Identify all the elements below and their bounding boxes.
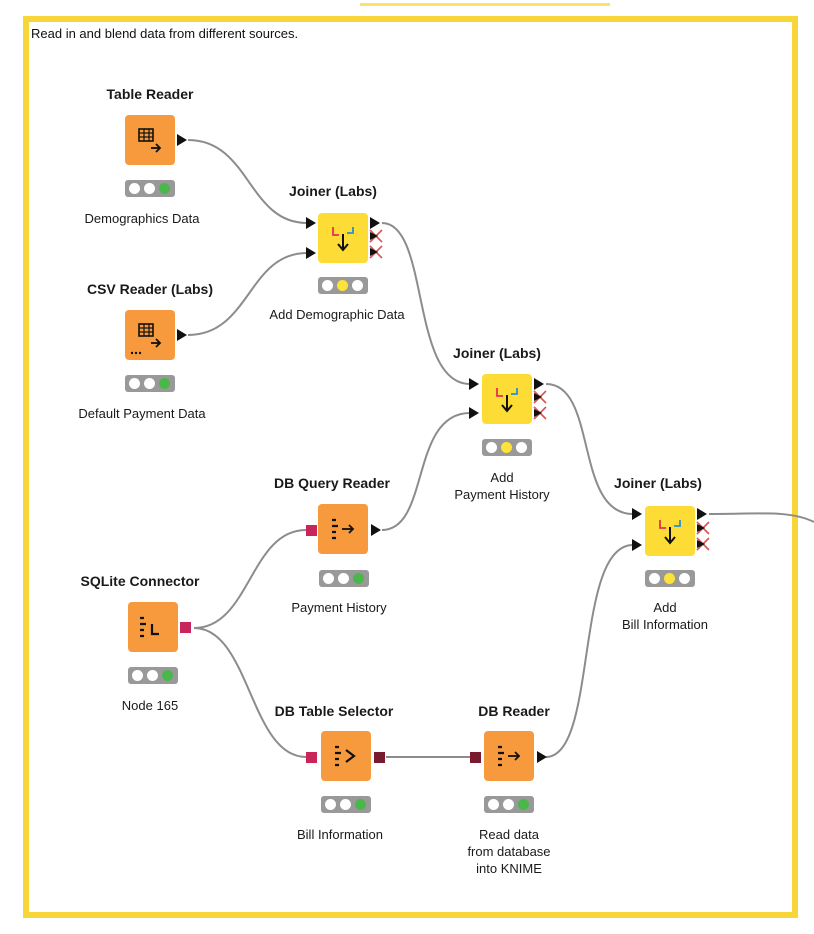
node-label[interactable]: Bill Information [297,827,383,842]
db-reader-input-port[interactable] [470,752,481,763]
joiner1-input-port-right[interactable] [306,247,316,259]
joiner2-input-port-right[interactable] [469,407,479,419]
table-reader-output-port[interactable] [177,134,187,146]
node-title: Joiner (Labs) [453,345,541,361]
csv-reader-output-port[interactable] [177,329,187,341]
joiner-icon [659,520,681,545]
sqlite-connector-output-port[interactable] [180,622,191,633]
connection-db-reader-to-joiner3 [545,544,634,758]
joiner-icon [332,227,354,252]
joiner1-status-light [318,277,368,294]
csv-reader-node[interactable] [125,310,175,360]
node-title: DB Table Selector [274,703,394,719]
connection-joiner1-to-joiner2 [381,222,471,385]
db-table-selector-node[interactable] [321,731,371,781]
node-title: DB Reader [478,703,550,719]
joiner2-output-port-matches[interactable] [534,378,544,390]
connection-joiner3-outgoing [708,512,814,523]
db-table-selector-output-port[interactable] [374,752,385,763]
joiner1-input-port-left[interactable] [306,217,316,229]
table-reader-node-title: Table Reader [50,86,250,102]
db-table-selector-node-label-wrap: Bill Information [240,826,440,843]
sqlite-connector-node-label-wrap: Node 165 [50,697,250,714]
node-title: CSV Reader (Labs) [86,281,214,297]
csv-reader-node-label-wrap: Default Payment Data [42,405,242,422]
node-title: DB Query Reader [274,475,390,491]
workflow-annotation[interactable] [23,16,798,918]
joiner1-output-port-matches[interactable] [370,217,380,229]
joiner1-node-label-wrap: Add Demographic Data [237,306,437,323]
joiner2-node-label-wrap: Add Payment History [402,469,602,503]
db-query-reader-output-port[interactable] [371,524,381,536]
connection-sqlite-to-db-query-reader [193,529,307,629]
node-label[interactable]: Payment History [291,600,387,615]
db-table-selector-input-port[interactable] [306,752,317,763]
node-label[interactable]: Node 165 [121,698,179,713]
db-reader-node[interactable] [484,731,534,781]
connection-table-reader-to-joiner1 [187,139,308,224]
node-label[interactable]: Default Payment Data [78,406,206,421]
joiner2-node-title: Joiner (Labs) [397,345,597,361]
node-label[interactable]: Read data from database into KNIME [467,827,551,876]
db-query-reader-status-light [319,570,369,587]
csv-reader-node-title: CSV Reader (Labs) [50,281,250,297]
annotation-text: Read in and blend data from different so… [31,26,299,41]
db-reader-output-port[interactable] [537,751,547,763]
joiner2-unmatched-ports-icon [533,390,547,420]
node-label[interactable]: Add Bill Information [622,600,708,632]
csv-reader-status-light [125,375,175,392]
sqlite-connector-node[interactable] [128,602,178,652]
connection-sqlite-to-db-table-selector [193,627,307,758]
db-reader-node-label-wrap: Read data from database into KNIME [409,826,609,877]
db-table-selector-node-title: DB Table Selector [234,703,434,719]
sqlite-connector-icon [140,616,159,638]
joiner3-node[interactable] [645,506,695,556]
joiner3-node-title: Joiner (Labs) [558,475,758,491]
sqlite-connector-status-light [128,667,178,684]
node-label[interactable]: Demographics Data [84,211,200,226]
joiner-icon [496,388,518,413]
connection-db-query-reader-to-joiner2 [381,412,471,531]
joiner2-node[interactable] [482,374,532,424]
canvas-top-edge [360,3,610,6]
connection-joiner2-to-joiner3 [545,383,634,515]
joiner2-status-light [482,439,532,456]
joiner3-node-label-wrap: Add Bill Information [565,599,765,633]
node-title: Joiner (Labs) [614,475,702,491]
db-query-reader-node-title: DB Query Reader [232,475,432,491]
table-reader-node[interactable] [125,115,175,165]
db-query-reader-node-label-wrap: Payment History [239,599,439,616]
node-title: SQLite Connector [80,573,200,589]
table-reader-status-light [125,180,175,197]
node-label[interactable]: Add Payment History [454,470,550,502]
joiner1-node[interactable] [318,213,368,263]
node-title: Table Reader [106,86,194,102]
joiner3-unmatched-ports-icon [696,521,710,551]
db-query-reader-node[interactable] [318,504,368,554]
table-reader-node-label-wrap: Demographics Data [42,210,242,227]
table-reader-icon [138,128,162,153]
db-query-reader-icon [332,518,355,540]
joiner3-input-port-left[interactable] [632,508,642,520]
joiner3-status-light [645,570,695,587]
joiner3-input-port-right[interactable] [632,539,642,551]
connection-csv-reader-to-joiner1 [187,252,308,336]
db-table-selector-icon [335,745,356,767]
db-query-reader-input-port[interactable] [306,525,317,536]
csv-reader-icon [130,323,162,355]
joiner1-node-title: Joiner (Labs) [233,183,433,199]
node-label[interactable]: Add Demographic Data [269,307,405,322]
sqlite-connector-node-title: SQLite Connector [40,573,240,589]
db-reader-status-light [484,796,534,813]
joiner2-input-port-left[interactable] [469,378,479,390]
joiner3-output-port-matches[interactable] [697,508,707,520]
joiner1-unmatched-ports-icon [369,229,383,259]
db-table-selector-status-light [321,796,371,813]
node-title: Joiner (Labs) [289,183,377,199]
db-reader-icon [498,745,521,767]
db-reader-node-title: DB Reader [414,703,614,719]
